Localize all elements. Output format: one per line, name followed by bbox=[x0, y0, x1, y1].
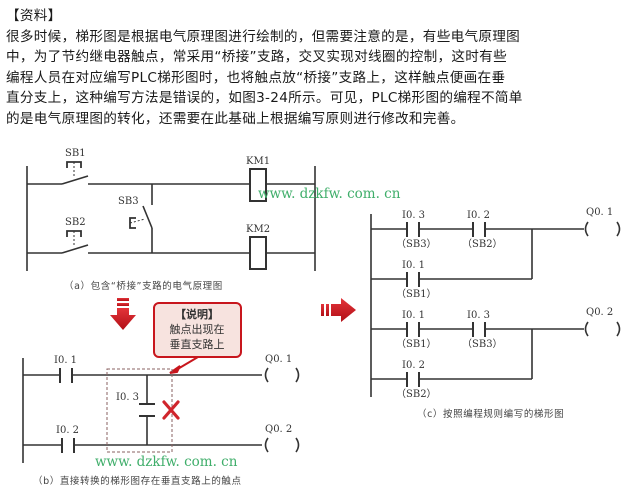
watermark: www. dzkfw. com. cn bbox=[95, 454, 238, 470]
heading: 【资料】 bbox=[6, 8, 62, 24]
c-r2-c1: I0. 1 bbox=[402, 310, 425, 321]
para-line: 直分支上，这种编写方法是错误的，如图3-24所示。可见，PLC梯形图的编程不简单 bbox=[6, 90, 523, 107]
label-km1: KM1 bbox=[246, 156, 270, 167]
c-r1-c1s: （SB3） bbox=[396, 238, 437, 250]
highlight-box bbox=[106, 368, 173, 453]
caption-a: （a）包含“桥接”支路的电气原理图 bbox=[64, 280, 223, 292]
label-q01: Q0. 1 bbox=[265, 354, 292, 365]
q01-coil-left bbox=[264, 367, 269, 383]
c-r2-coil: Q0. 2 bbox=[586, 307, 613, 318]
c-r1-coil: Q0. 1 bbox=[586, 207, 613, 218]
sb3-switch bbox=[142, 205, 153, 229]
c-r2-c1s: （SB1） bbox=[396, 338, 437, 350]
caption-b: （b）直接转换的梯形图存在垂直支路上的触点 bbox=[33, 475, 242, 487]
note-title: 【说明】 bbox=[175, 307, 219, 321]
right-arrow-icon bbox=[321, 298, 356, 322]
label-sb3: SB3 bbox=[118, 196, 139, 207]
intro-paragraph: 【资料】 很多时候，梯形图是根据电气原理图进行绘制的，但需要注意的是，有些电气原… bbox=[6, 6, 628, 130]
error-x-icon bbox=[162, 400, 180, 420]
note-callout bbox=[153, 302, 242, 374]
caption-c: （c）按照编程规则编写的梯形图 bbox=[417, 408, 564, 420]
km1-coil bbox=[249, 168, 267, 202]
c-r1-c2: I0. 2 bbox=[467, 210, 490, 221]
sb2-switch bbox=[61, 244, 89, 254]
sb1-switch bbox=[61, 175, 89, 185]
c-r2-ps: （SB2） bbox=[396, 388, 437, 400]
c-r2-c2s: （SB3） bbox=[462, 338, 503, 350]
para-line: 中，为了节约继电器触点，常采用“桥接”支路，交叉实现对线圈的控制，这时有些 bbox=[6, 49, 507, 66]
label-i02: I0. 2 bbox=[56, 425, 79, 436]
c-r1-c1: I0. 3 bbox=[402, 210, 425, 221]
note-line-1: 触点出现在 bbox=[170, 322, 225, 336]
label-sb2: SB2 bbox=[65, 217, 86, 228]
watermark: www. dzkfw. com. cn bbox=[258, 186, 401, 202]
down-arrow-icon bbox=[110, 298, 136, 330]
label-i03: I0. 3 bbox=[116, 392, 139, 403]
c-r2-p: I0. 2 bbox=[402, 360, 425, 371]
q01-coil-right bbox=[295, 367, 300, 383]
c-r1-p: I0. 1 bbox=[402, 260, 425, 271]
para-line: 编程人员在对应编写PLC梯形图时，也将触点放“桥接”支路上，这样触点便画在垂 bbox=[6, 69, 506, 86]
c-r1-ps: （SB1） bbox=[396, 288, 437, 300]
note-line-2: 垂直支路上 bbox=[170, 337, 225, 351]
para-line: 很多时候，梯形图是根据电气原理图进行绘制的，但需要注意的是，有些电气原理图 bbox=[6, 28, 521, 45]
para-line: 的是电气原理图的转化，还需要在此基础上根据编写原则进行修改和完善。 bbox=[6, 110, 465, 127]
c-r1-c2s: （SB2） bbox=[462, 238, 503, 250]
km2-coil bbox=[249, 236, 267, 270]
diagram-c-ladder bbox=[370, 214, 621, 397]
label-km2: KM2 bbox=[246, 224, 270, 235]
diagram-a-circuit bbox=[26, 161, 316, 271]
c-r2-c2: I0. 3 bbox=[467, 310, 490, 321]
label-i01: I0. 1 bbox=[54, 355, 77, 366]
diagram-b-ladder bbox=[22, 358, 300, 463]
label-sb1: SB1 bbox=[65, 148, 86, 159]
label-q02: Q0. 2 bbox=[265, 424, 292, 435]
